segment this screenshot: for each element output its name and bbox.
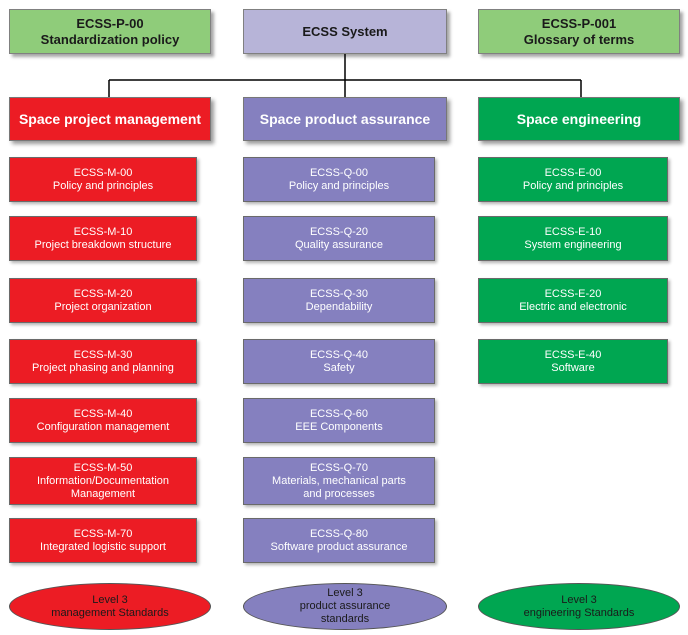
standardization-policy-code: ECSS-P-00 — [76, 15, 144, 31]
standard-name: Dependability — [305, 300, 373, 313]
standard-box-q70: ECSS-Q-70 Materials, mechanical parts an… — [243, 457, 435, 505]
standard-code: ECSS-E-00 — [544, 166, 602, 179]
standardization-policy-box: ECSS-P-00 Standardization policy — [9, 9, 211, 54]
standard-box-q30: ECSS-Q-30 Dependability — [243, 278, 435, 323]
standard-code: ECSS-Q-80 — [309, 527, 369, 540]
standard-code: ECSS-E-40 — [544, 348, 602, 361]
glossary-title: Glossary of terms — [523, 31, 635, 47]
standard-name: Materials, mechanical parts — [272, 474, 406, 487]
ecss-system-box: ECSS System — [243, 9, 447, 54]
standard-code: ECSS-Q-00 — [309, 166, 369, 179]
standard-name: EEE Components — [295, 420, 383, 433]
standard-code: ECSS-M-50 — [73, 461, 133, 474]
management-header: Space project management — [9, 97, 211, 141]
standardization-policy-title: Standardization policy — [40, 31, 180, 47]
glossary-code: ECSS-P-001 — [541, 15, 617, 31]
level-label-2: product assurance — [299, 600, 391, 612]
standard-box-m30: ECSS-M-30 Project phasing and planning — [9, 339, 197, 384]
standard-code: ECSS-M-40 — [73, 407, 133, 420]
standard-name: Project breakdown structure — [34, 238, 172, 251]
assurance-header: Space product assurance — [243, 97, 447, 141]
level-label: Level 3 — [561, 593, 597, 606]
standard-name: System engineering — [524, 238, 622, 251]
standard-code: ECSS-M-20 — [73, 287, 133, 300]
standard-code: ECSS-E-10 — [544, 225, 602, 238]
standard-box-m40: ECSS-M-40 Configuration management — [9, 398, 197, 443]
standard-code: ECSS-Q-60 — [309, 407, 369, 420]
standard-name: Project organization — [54, 300, 152, 313]
standard-name: Configuration management — [36, 420, 170, 433]
standard-box-m20: ECSS-M-20 Project organization — [9, 278, 197, 323]
engineering-header-label: Space engineering — [516, 111, 642, 127]
standard-name: Quality assurance — [294, 238, 384, 251]
standard-box-q00: ECSS-Q-00 Policy and principles — [243, 157, 435, 202]
standard-box-q40: ECSS-Q-40 Safety — [243, 339, 435, 384]
engineering-header: Space engineering — [478, 97, 680, 141]
assurance-header-label: Space product assurance — [259, 111, 431, 127]
standard-name-line2: and processes — [303, 487, 375, 500]
standard-name: Policy and principles — [522, 179, 624, 192]
standard-box-m00: ECSS-M-00 Policy and principles — [9, 157, 197, 202]
standard-name: Project phasing and planning — [32, 361, 174, 374]
standard-code: ECSS-M-70 — [73, 527, 133, 540]
standard-box-q80: ECSS-Q-80 Software product assurance — [243, 518, 435, 563]
standard-name: Policy and principles — [288, 179, 390, 192]
level-label: Level 3 — [92, 593, 128, 606]
standard-name: Safety — [323, 361, 355, 374]
management-level-oval: Level 3 management Standards — [9, 583, 211, 630]
standard-code: ECSS-M-00 — [73, 166, 133, 179]
standard-box-q60: ECSS-Q-60 EEE Components — [243, 398, 435, 443]
management-header-label: Space project management — [18, 111, 202, 127]
level-label-2: engineering Standards — [523, 606, 635, 619]
engineering-level-oval: Level 3 engineering Standards — [478, 583, 680, 630]
standard-code: ECSS-Q-20 — [309, 225, 369, 238]
standard-box-m10: ECSS-M-10 Project breakdown structure — [9, 216, 197, 261]
standard-box-e40: ECSS-E-40 Software — [478, 339, 668, 384]
standard-code: ECSS-M-10 — [73, 225, 133, 238]
standard-box-e10: ECSS-E-10 System engineering — [478, 216, 668, 261]
level-label-2: management Standards — [51, 606, 169, 619]
standard-code: ECSS-E-20 — [544, 287, 602, 300]
glossary-box: ECSS-P-001 Glossary of terms — [478, 9, 680, 54]
standard-box-e00: ECSS-E-00 Policy and principles — [478, 157, 668, 202]
standard-code: ECSS-Q-40 — [309, 348, 369, 361]
assurance-level-oval: Level 3 product assurance standards — [243, 583, 447, 630]
standard-box-e20: ECSS-E-20 Electric and electronic — [478, 278, 668, 323]
standard-box-q20: ECSS-Q-20 Quality assurance — [243, 216, 435, 261]
standard-name: Software product assurance — [270, 540, 408, 553]
standard-code: ECSS-Q-70 — [309, 461, 369, 474]
standard-name: Software — [551, 361, 595, 374]
level-label-3: standards — [320, 613, 370, 625]
standard-code: ECSS-Q-30 — [309, 287, 369, 300]
standard-name: Electric and electronic — [519, 300, 627, 313]
standard-box-m70: ECSS-M-70 Integrated logistic support — [9, 518, 197, 563]
standard-name-line2: Management — [70, 487, 136, 500]
standard-name: Information/Documentation — [36, 474, 170, 487]
standard-code: ECSS-M-30 — [73, 348, 133, 361]
standard-name: Integrated logistic support — [40, 540, 166, 553]
ecss-system-title: ECSS System — [302, 23, 388, 39]
standard-name: Policy and principles — [52, 179, 154, 192]
level-label: Level 3 — [327, 587, 363, 599]
standard-box-m50: ECSS-M-50 Information/Documentation Mana… — [9, 457, 197, 505]
